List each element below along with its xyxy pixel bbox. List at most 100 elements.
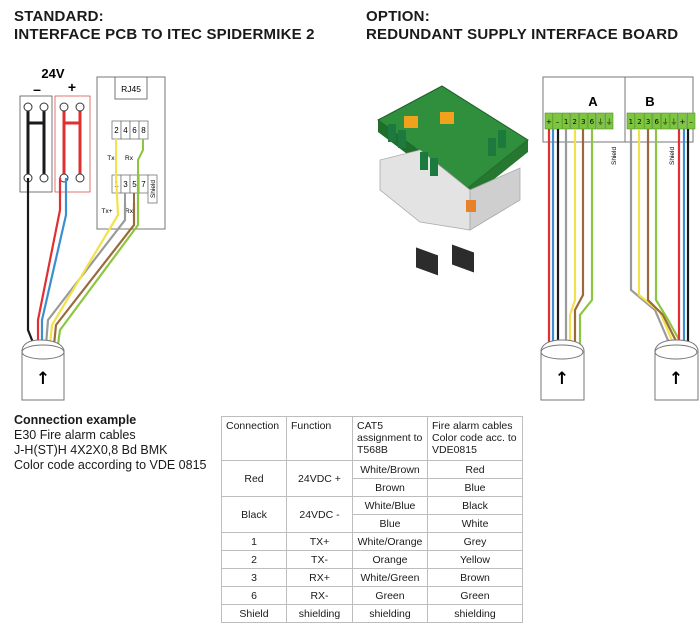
wire-blue <box>40 178 68 345</box>
terminal-pin-label: 1 <box>629 118 633 126</box>
wire-green <box>56 175 140 346</box>
cell-function: RX+ <box>286 568 353 587</box>
terminal-pin <box>661 112 670 130</box>
top-pin-label: 2 <box>114 126 119 135</box>
terminal-pin <box>678 112 687 130</box>
terminal-pin-label: – <box>556 118 560 126</box>
power-terminal-group: 24V – + <box>19 66 91 193</box>
cell-cat5: shielding <box>352 604 428 623</box>
header-function: Function <box>286 416 353 461</box>
terminal-pin-label: 3 <box>581 118 585 126</box>
cell-connection: Black <box>221 496 287 533</box>
right-cable-b: ↑ <box>654 339 699 401</box>
terminal-pin-label: ⏚ <box>662 118 669 126</box>
note-line: J-H(ST)H 4X2X0,8 Bd BMK <box>14 443 168 457</box>
tx-plus-label: Tx+ <box>101 208 112 215</box>
header-cat5: CAT5 assignment to T568B <box>352 416 428 461</box>
standard-heading: STANDARD: INTERFACE PCB TO ITEC SPIDERMI… <box>14 8 315 44</box>
voltage-label: 24V <box>41 66 64 81</box>
terminal-pin-label: 3 <box>646 118 650 126</box>
plus-terminal-box <box>54 95 91 193</box>
wire-green-board <box>137 139 144 175</box>
cell-function: 24VDC - <box>286 496 353 533</box>
terminal-pin-label: + <box>546 118 552 126</box>
bottom-pin-label: 3 <box>123 180 128 189</box>
right-cable-wires <box>547 129 690 346</box>
cell-fire-alarm: Green <box>427 586 523 605</box>
cell-connection: Red <box>221 460 287 497</box>
cell-function: shielding <box>286 604 353 623</box>
rx-label: Rx <box>125 155 134 162</box>
terminal-pin-label: ⏚ <box>670 118 677 126</box>
minus-terminal-box <box>19 95 53 193</box>
cell-fire-alarm: Brown <box>427 568 523 587</box>
minus-label: – <box>33 81 41 97</box>
rj45-board: RJ45 2 4 6 8 1 3 5 7 Shield Tx- Rx Tx+ R… <box>96 76 166 230</box>
cell-fire-alarm: Red <box>427 460 523 479</box>
terminal-pin-label: 2 <box>637 118 641 126</box>
cell-cat5: White/Blue <box>352 496 428 515</box>
cell-cat5: Blue <box>352 514 428 533</box>
wire-grey <box>44 203 127 346</box>
rj45-label: RJ45 <box>121 84 141 94</box>
terminal-pin-label: 6 <box>590 118 595 126</box>
cell-connection: 1 <box>221 532 287 551</box>
wire-brown <box>52 203 136 346</box>
left-cable: ↑ <box>21 339 65 401</box>
block-b-outline <box>624 76 694 143</box>
shield-label-b: Shield <box>669 147 676 165</box>
cell-connection: 3 <box>221 568 287 587</box>
block-a-label: A <box>588 94 598 109</box>
wire-brown-a <box>573 129 585 345</box>
note-line: E30 Fire alarm cables <box>14 428 136 442</box>
bottom-pin-label: 5 <box>132 180 137 189</box>
cell-cat5: White/Green <box>352 568 428 587</box>
bottom-pin-label: 7 <box>141 180 146 189</box>
up-arrow-icon: ↑ <box>36 369 50 389</box>
cell-fire-alarm: White <box>427 514 523 533</box>
note-line: Color code according to VDE 0815 <box>14 458 207 472</box>
wire-black <box>26 178 36 346</box>
cell-function: RX- <box>286 586 353 605</box>
standard-heading-line1: STANDARD: <box>14 8 104 25</box>
terminal-pin <box>596 112 605 130</box>
wire-red <box>36 178 62 345</box>
cell-function: TX- <box>286 550 353 569</box>
terminal-pin-label: + <box>680 118 686 126</box>
cell-cat5: Brown <box>352 478 428 497</box>
connection-note: Connection example E30 Fire alarm cables… <box>14 413 206 473</box>
cell-fire-alarm: Yellow <box>427 550 523 569</box>
wire-yellow-b <box>637 129 676 346</box>
terminal-pin-label: 6 <box>654 118 659 126</box>
terminal-pin-label: – <box>689 118 693 126</box>
option-heading-line2: REDUNDANT SUPPLY INTERFACE BOARD <box>366 26 679 43</box>
option-heading: OPTION: REDUNDANT SUPPLY INTERFACE BOARD <box>366 8 678 44</box>
tx-minus-label: Tx- <box>107 155 116 162</box>
wire-yellow <box>48 174 120 346</box>
note-title: Connection example <box>14 413 137 427</box>
terminal-pin-label: ⏚ <box>606 118 613 126</box>
terminal-pin <box>604 112 614 130</box>
cell-fire-alarm: shielding <box>427 604 523 623</box>
shield-pin-label: Shield <box>150 180 157 198</box>
rj45-socket <box>114 76 148 100</box>
wiring-diagram: 24V – + RJ45 <box>19 66 699 401</box>
cell-cat5: White/Brown <box>352 460 428 479</box>
cell-fire-alarm: Blue <box>427 478 523 497</box>
up-arrow-icon: ↑ <box>669 369 683 389</box>
cell-connection: 2 <box>221 550 287 569</box>
cell-fire-alarm: Grey <box>427 532 523 551</box>
cell-function: TX+ <box>286 532 353 551</box>
cell-cat5: White/Orange <box>352 532 428 551</box>
wire-green-a <box>578 129 594 345</box>
top-pin-label: 4 <box>123 126 128 135</box>
header-connection: Connection <box>221 416 287 461</box>
connection-table: Connection Function CAT5 assignment to T… <box>221 416 523 623</box>
